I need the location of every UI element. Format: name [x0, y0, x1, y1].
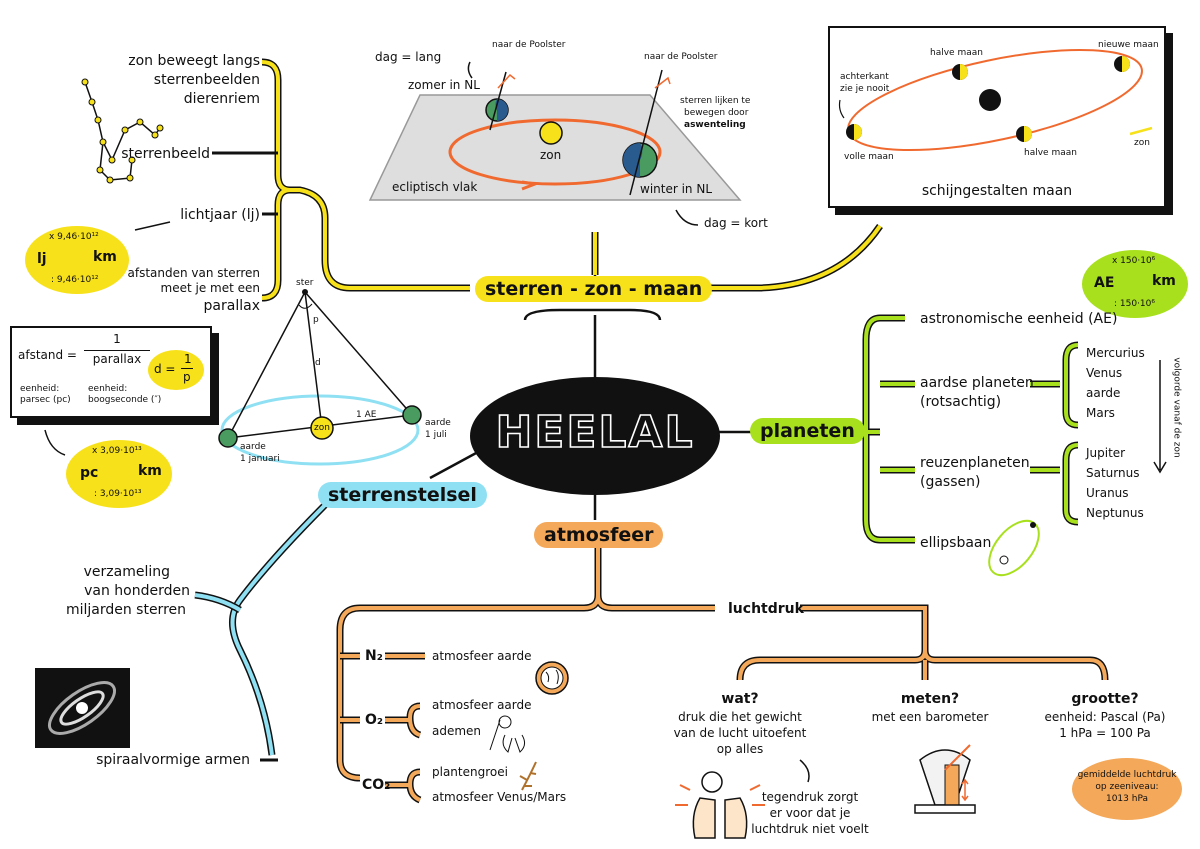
- gas-n2: N₂: [365, 648, 383, 664]
- planet-outer-4: Neptunus: [1086, 506, 1144, 520]
- parallax-star-label: ster: [296, 278, 314, 288]
- planets-earthlike: aardse planeten: [920, 375, 1034, 391]
- ae-conversion-blob: x 150·10⁶ AE km : 150·10⁶: [1082, 250, 1188, 318]
- planet-outer-1: Jupiter: [1086, 446, 1126, 460]
- stars-item-lightyear: lichtjaar (lj): [180, 207, 260, 223]
- parallax-sun-label: zon: [314, 423, 330, 433]
- branch-atmosphere: atmosfeer: [534, 522, 664, 548]
- branch-planets: planeten: [750, 418, 865, 444]
- parallax-earth-jan: aarde: [240, 442, 266, 452]
- planet-outer-3: Uranus: [1086, 486, 1129, 500]
- planet-inner-1: Mercurius: [1086, 346, 1145, 360]
- planet-inner-4: Mars: [1086, 406, 1115, 420]
- moon-phases-panel: halve maan nieuwe maan achterkant zie je…: [828, 26, 1166, 208]
- stars-item-parallax: parallax: [203, 298, 260, 314]
- day-short-label: dag = kort: [704, 216, 768, 230]
- central-title: HEELAL: [495, 406, 695, 459]
- planet-order-label: volgorde vanaf de zon: [1171, 357, 1182, 458]
- winter-label: winter in NL: [640, 182, 713, 196]
- pressure-label: luchtdruk: [728, 601, 804, 617]
- ecliptic-label: ecliptisch vlak: [392, 180, 478, 194]
- central-topic: HEELAL: [470, 377, 720, 495]
- galaxy-item-1: verzameling: [83, 564, 170, 580]
- day-long-label: dag = lang: [375, 50, 442, 64]
- parallax-formula-card: afstand = 1 parallax eenheid: parsec (pc…: [10, 326, 212, 418]
- parallax-d-label: d: [315, 358, 321, 368]
- stars-item-constellation: sterrenbeeld: [121, 146, 210, 162]
- counter-pressure-note: tegendruk zorgt: [761, 790, 859, 804]
- pressure-size: grootte?: [1071, 691, 1139, 707]
- planets-ellipse: ellipsbaan: [920, 535, 992, 551]
- summer-label: zomer in NL: [408, 78, 480, 92]
- pressure-measure: meten?: [900, 691, 960, 707]
- moon-orbit-graphic: [838, 48, 1153, 152]
- stars-item-6: afstanden van sterren: [127, 266, 260, 280]
- pc-conversion-blob: x 3,09·10¹³ pc km : 3,09·10¹³: [66, 440, 172, 508]
- pole-label-2: naar de Poolster: [644, 52, 718, 62]
- galaxy-item-3: miljarden sterren: [65, 602, 186, 618]
- parallax-earth-jul: aarde: [425, 418, 451, 428]
- stars-item-1: zon beweegt langs: [128, 53, 260, 69]
- lj-conversion-blob: x 9,46·10¹² lj km : 9,46·10¹²: [25, 226, 129, 294]
- planets-giant: reuzenplaneten: [920, 455, 1030, 471]
- planet-inner-3: aarde: [1086, 386, 1121, 400]
- stars-item-3: dierenriem: [183, 91, 260, 107]
- pole-label-1: naar de Poolster: [492, 40, 566, 50]
- parallax-ae-label: 1 AE: [356, 410, 377, 420]
- planet-inner-2: Venus: [1086, 366, 1123, 380]
- sun-label: zon: [540, 148, 562, 162]
- parallax-p-label: p: [313, 315, 319, 325]
- pressure-what: wat?: [721, 691, 759, 707]
- gas-o2: O₂: [365, 712, 384, 728]
- avg-pressure-blob: gemiddelde luchtdruk op zeeniveau: 1013 …: [1072, 758, 1182, 820]
- stars-item-2: sterrenbeelden: [153, 72, 260, 88]
- stars-item-7: meet je met een: [160, 281, 260, 295]
- branch-stars-sun-moon: sterren - zon - maan: [475, 276, 713, 302]
- rotation-note-2: bewegen door: [684, 108, 749, 118]
- planet-outer-2: Saturnus: [1086, 466, 1140, 480]
- branch-galaxy: sterrenstelsel: [318, 482, 487, 508]
- planets-ae: astronomische eenheid (AE): [920, 311, 1118, 327]
- rotation-note-1: sterren lijken te: [680, 96, 751, 106]
- rotation-note-3: aswenteling: [684, 120, 746, 130]
- galaxy-arms: spiraalvormige armen: [96, 752, 250, 768]
- gas-co2: CO₂: [362, 777, 391, 793]
- galaxy-item-2: van honderden: [84, 583, 190, 599]
